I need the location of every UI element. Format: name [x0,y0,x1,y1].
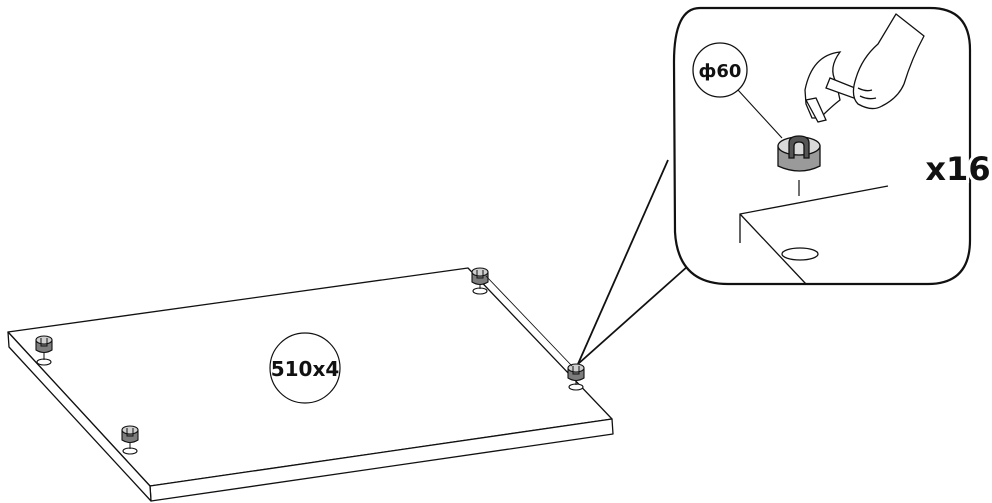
cam-diameter-label: ф60 [699,61,742,82]
panel-size-label: 510x4 [271,357,340,381]
enlarged-cam-fitting [777,135,821,196]
connector-line [485,275,573,367]
cam-fitting-icon [35,335,53,366]
cam-fitting-icon [121,425,139,455]
cam-diameter-callout: ф60 [692,42,783,139]
cam-fitting-icon [567,363,585,391]
cam-fitting-icon [471,267,489,295]
panel-size-callout: 510x4 [269,332,341,404]
board-section [739,185,889,285]
hand-icon [852,13,925,110]
quantity-label: x16 [925,150,990,188]
panel-left-edge [7,331,152,502]
